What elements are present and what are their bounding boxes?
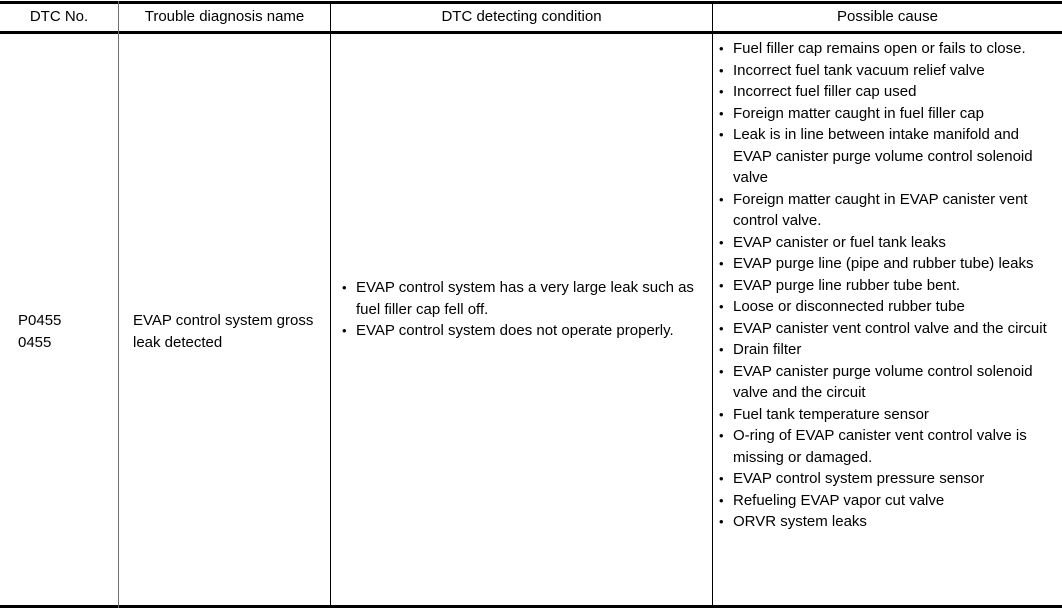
cell-dtc-detecting-condition: EVAP control system has a very large lea… bbox=[341, 277, 707, 342]
list-item: EVAP purge line rubber tube bent. bbox=[718, 275, 1058, 297]
column-divider-1 bbox=[118, 1, 119, 608]
column-header-trouble-diagnosis-name: Trouble diagnosis name bbox=[144, 8, 305, 25]
list-item: Fuel tank temperature sensor bbox=[718, 404, 1058, 426]
dtc-code-secondary: 0455 bbox=[18, 333, 52, 351]
list-item: Leak is in line between intake manifold … bbox=[718, 124, 1058, 189]
column-divider-2 bbox=[330, 1, 331, 608]
list-item: EVAP canister vent control valve and the… bbox=[718, 318, 1058, 340]
list-item: EVAP canister or fuel tank leaks bbox=[718, 232, 1058, 254]
list-item: Incorrect fuel filler cap used bbox=[718, 81, 1058, 103]
list-item: Foreign matter caught in fuel filler cap bbox=[718, 103, 1058, 125]
list-item: ORVR system leaks bbox=[718, 511, 1058, 533]
list-item: Fuel filler cap remains open or fails to… bbox=[718, 38, 1058, 60]
list-item: Refueling EVAP vapor cut valve bbox=[718, 490, 1058, 512]
list-item: Foreign matter caught in EVAP canister v… bbox=[718, 189, 1058, 232]
column-divider-3 bbox=[712, 1, 713, 608]
list-item: Loose or disconnected rubber tube bbox=[718, 296, 1058, 318]
list-item: EVAP control system does not operate pro… bbox=[341, 320, 707, 342]
list-item: EVAP purge line (pipe and rubber tube) l… bbox=[718, 253, 1058, 275]
column-header-possible-cause: Possible cause bbox=[837, 8, 938, 25]
dtc-code-primary: P0455 bbox=[18, 312, 62, 329]
cell-dtc-no: P0455 0455 bbox=[18, 310, 110, 353]
column-header-dtc-no: DTC No. bbox=[29, 8, 89, 25]
list-item: EVAP canister purge volume control solen… bbox=[718, 361, 1058, 404]
list-item: Drain filter bbox=[718, 339, 1058, 361]
cell-possible-cause: Fuel filler cap remains open or fails to… bbox=[718, 38, 1058, 533]
list-item: EVAP control system has a very large lea… bbox=[341, 277, 707, 320]
possible-cause-list: Fuel filler cap remains open or fails to… bbox=[718, 38, 1058, 533]
table-header-rule bbox=[0, 31, 1062, 34]
column-header-dtc-detecting-condition: DTC detecting condition bbox=[441, 8, 602, 25]
list-item: EVAP control system pressure sensor bbox=[718, 468, 1058, 490]
list-item: O-ring of EVAP canister vent control val… bbox=[718, 425, 1058, 468]
detecting-condition-list: EVAP control system has a very large lea… bbox=[341, 277, 707, 342]
table-top-rule bbox=[0, 1, 1062, 4]
list-item: Incorrect fuel tank vacuum relief valve bbox=[718, 60, 1058, 82]
cell-trouble-diagnosis-name: EVAP control system gross leak detected bbox=[133, 312, 314, 351]
table-bottom-rule bbox=[0, 605, 1062, 608]
